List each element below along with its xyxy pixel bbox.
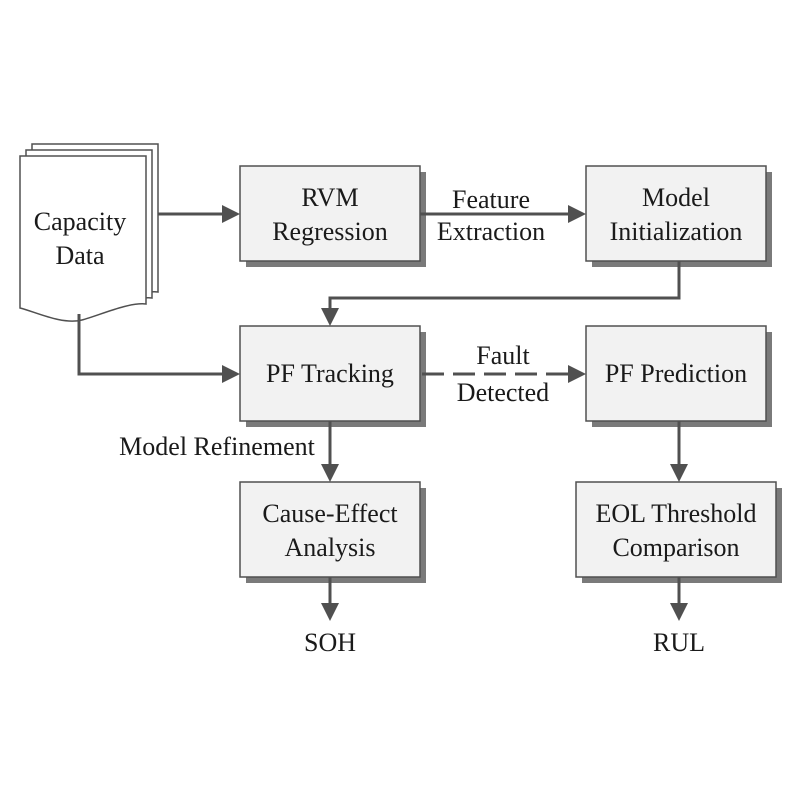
arrowhead	[670, 464, 688, 482]
edge-pf-tracking-to-cause-effect: Model Refinement	[119, 421, 339, 482]
arrowhead	[568, 365, 586, 383]
box	[575, 481, 777, 578]
edge-eol-to-rul: RUL	[653, 577, 705, 657]
box	[239, 481, 421, 578]
edge-pf-prediction-to-eol	[670, 421, 688, 482]
box	[239, 325, 421, 422]
rvm-regression-line-1: RVM	[301, 183, 358, 212]
rvm-regression-node: RVM Regression	[239, 165, 426, 267]
arrowhead	[222, 205, 240, 223]
feature-extraction-line-2: Extraction	[437, 217, 545, 246]
edge-model-init-to-pf-tracking	[321, 261, 681, 326]
cause-effect-line-1: Cause-Effect	[262, 499, 398, 528]
arrowhead	[321, 308, 339, 326]
cause-effect-line-2: Analysis	[285, 533, 376, 562]
model-initialization-line-1: Model	[642, 183, 710, 212]
model-refinement-label: Model Refinement	[119, 432, 315, 461]
edge-cause-effect-to-soh: SOH	[304, 577, 356, 657]
eol-threshold-line-2: Comparison	[612, 533, 739, 562]
feature-extraction-line-1: Feature	[452, 185, 530, 214]
document-front-page	[19, 155, 147, 322]
arrowhead	[321, 603, 339, 621]
eol-threshold-line-1: EOL Threshold	[595, 499, 756, 528]
cause-effect-analysis-node: Cause-Effect Analysis	[239, 481, 426, 583]
box	[585, 165, 767, 262]
soh-output-label: SOH	[304, 628, 356, 657]
edge-capacity-to-pf-tracking	[77, 314, 240, 383]
box	[239, 165, 421, 262]
edge-capacity-to-rvm	[158, 205, 240, 223]
arrowhead	[568, 205, 586, 223]
capacity-data-node: Capacity Data	[19, 143, 159, 322]
pf-tracking-label: PF Tracking	[266, 359, 394, 388]
pf-prediction-node: PF Prediction	[585, 325, 772, 427]
edge-line	[77, 314, 222, 376]
arrowhead	[321, 464, 339, 482]
rvm-regression-line-2: Regression	[272, 217, 388, 246]
arrowhead	[222, 365, 240, 383]
fault-detected-line-2: Detected	[457, 378, 549, 407]
capacity-data-line-2: Data	[55, 241, 105, 270]
fault-detected-line-1: Fault	[476, 341, 530, 370]
capacity-data-line-1: Capacity	[34, 207, 126, 236]
pf-prediction-label: PF Prediction	[605, 359, 747, 388]
edge-rvm-to-model-init: Feature Extraction	[420, 185, 586, 246]
edge-line	[328, 261, 681, 310]
model-initialization-node: Model Initialization	[585, 165, 772, 267]
eol-threshold-comparison-node: EOL Threshold Comparison	[575, 481, 782, 583]
rul-output-label: RUL	[653, 628, 705, 657]
edge-pf-tracking-to-pf-prediction: Fault Detected	[422, 341, 586, 407]
box	[585, 325, 767, 422]
arrowhead	[670, 603, 688, 621]
model-initialization-line-2: Initialization	[610, 217, 743, 246]
pf-tracking-node: PF Tracking	[239, 325, 426, 427]
